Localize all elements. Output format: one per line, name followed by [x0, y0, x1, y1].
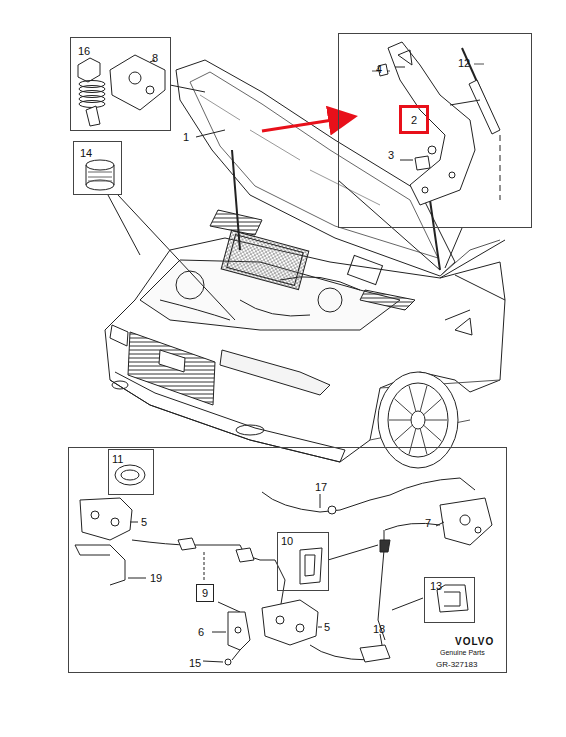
- callout-number: 4: [376, 63, 382, 75]
- wheel-spoke: [420, 429, 427, 455]
- brand-label: VOLVO: [455, 636, 494, 648]
- inset-panel: 10: [277, 532, 329, 591]
- brand-label: Genuine Parts: [440, 649, 485, 657]
- callout-number: 16: [78, 45, 90, 57]
- callout-number: 18: [373, 623, 385, 635]
- wheel-spoke: [424, 399, 442, 415]
- wheel-spoke: [409, 386, 416, 412]
- wheel-spoke: [409, 429, 416, 455]
- inset-panel: 16 8: [70, 37, 171, 131]
- inset-panel: 14: [73, 141, 122, 195]
- callout-number: 9: [202, 587, 208, 599]
- callout-number: 6: [198, 626, 204, 638]
- spring-coil: [79, 101, 105, 108]
- wheel-spoke: [395, 425, 413, 441]
- callout-number: 3: [388, 149, 394, 161]
- callout-number: 13: [430, 580, 442, 592]
- callout-number: 10: [281, 535, 293, 547]
- callout-number: 2: [411, 114, 417, 126]
- callout-number: 15: [189, 657, 201, 669]
- wheel-spoke: [389, 420, 411, 421]
- callout-number: 1: [183, 131, 189, 143]
- callout-number: 5: [141, 516, 147, 528]
- wheel-spoke: [395, 399, 413, 415]
- wheel-spoke: [424, 425, 442, 441]
- callout-number: 14: [80, 147, 92, 159]
- callout-number: 17: [315, 481, 327, 493]
- brand-label: GR-327183: [436, 660, 477, 669]
- highlight-box: 2: [399, 105, 429, 134]
- callout-box: 9: [196, 584, 214, 602]
- callout-number: 8: [152, 52, 158, 64]
- inset-panel: 5 19 6 15 17 7 5 18 11 9 10 13: [68, 447, 507, 673]
- callout-number: 19: [150, 572, 162, 584]
- callout-number: 7: [425, 517, 431, 529]
- inset-panel: 11: [108, 449, 154, 495]
- inset-panel: 4 12 3 2: [338, 33, 532, 228]
- callout-number: 12: [458, 57, 470, 69]
- callout-number: 5: [324, 621, 330, 633]
- callout-number: 11: [112, 453, 123, 465]
- wheel-spoke: [420, 386, 427, 412]
- wheel-spoke: [425, 420, 447, 421]
- inset-panel: 13: [424, 577, 475, 623]
